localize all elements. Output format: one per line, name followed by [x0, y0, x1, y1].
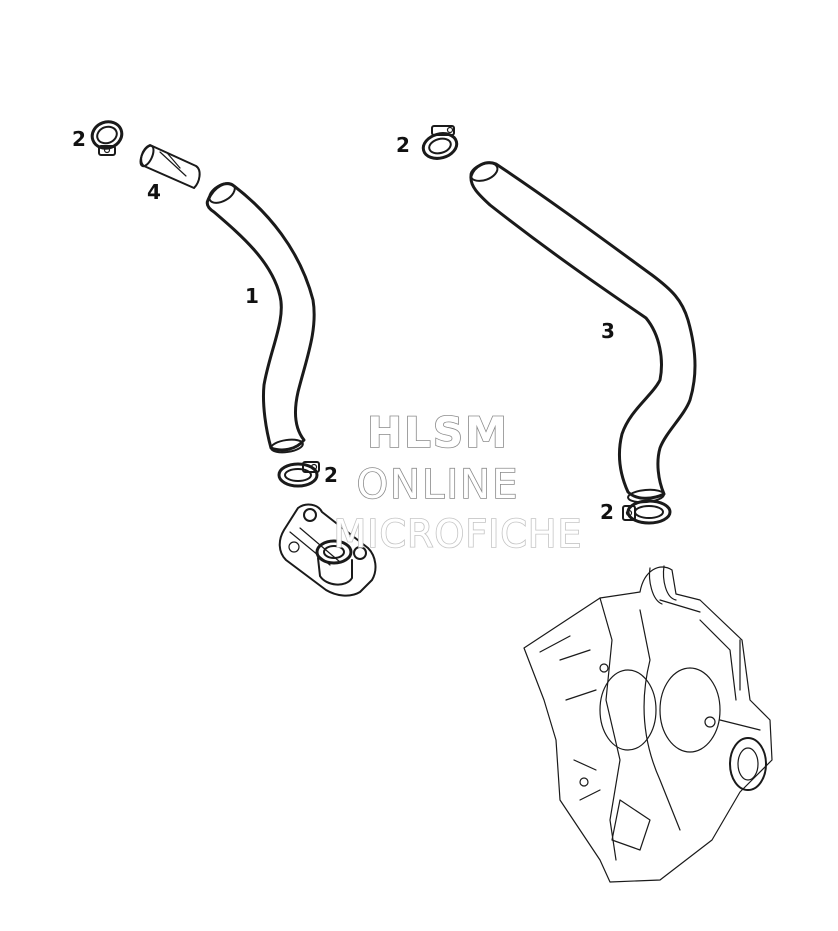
callout-clamp-middle: 2 — [324, 463, 338, 487]
callout-hose-3: 3 — [601, 319, 615, 343]
clamp-bottom-right[interactable] — [622, 499, 672, 525]
clamp-top-right[interactable] — [420, 125, 459, 162]
thermostat-housing[interactable] — [278, 503, 377, 597]
watermark-line-1: HLSM — [367, 408, 509, 457]
callout-sleeve-4: 4 — [147, 180, 161, 204]
callout-clamp-top-right: 2 — [396, 133, 410, 157]
clamp-middle[interactable] — [277, 461, 320, 488]
watermark-line-3: MICROFICHE — [333, 512, 582, 556]
callout-clamp-top-left: 2 — [72, 127, 86, 151]
callout-hose-1: 1 — [245, 284, 259, 308]
watermark: HLSM ONLINE MICROFICHE — [333, 407, 583, 557]
engine-block — [523, 565, 773, 883]
hose-1[interactable] — [205, 179, 316, 454]
sleeve-4[interactable] — [138, 144, 201, 189]
watermark-line-2: ONLINE — [357, 462, 520, 508]
clamp-top-left[interactable] — [88, 118, 125, 156]
callout-clamp-bottom-right: 2 — [600, 500, 614, 524]
